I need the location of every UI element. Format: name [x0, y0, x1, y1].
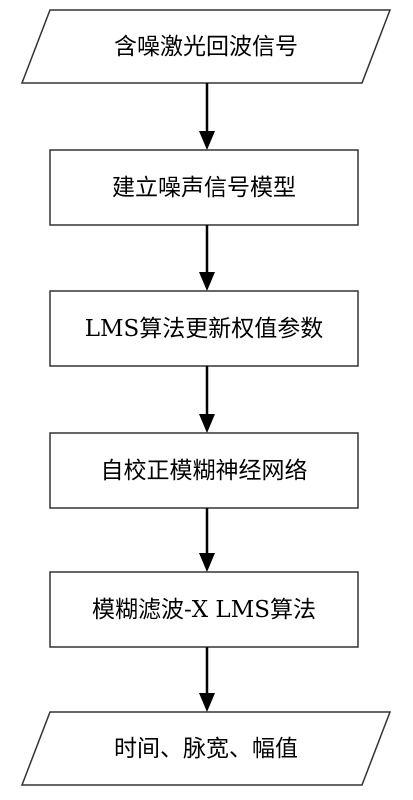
flow-node-build-noise-model: 建立噪声信号模型 [49, 149, 359, 226]
node-label: LMS算法更新权值参数 [85, 316, 324, 342]
node-label: 含噪激光回波信号 [114, 34, 298, 60]
flow-arrow [199, 225, 215, 291]
node-label: 自校正模糊神经网络 [101, 458, 308, 484]
arrow-head [199, 414, 215, 433]
flow-node-lms-weight-update: LMS算法更新权值参数 [49, 290, 359, 367]
flow-arrow [199, 508, 215, 572]
parallelogram-shape [20, 9, 392, 84]
node-label: 模糊滤波-X LMS算法 [92, 597, 316, 623]
flow-arrow [199, 366, 215, 433]
arrow-head [199, 553, 215, 572]
arrow-head [199, 693, 215, 712]
flow-node-output-params: 时间、脉宽、幅值 [20, 711, 392, 786]
arrow-head [199, 131, 215, 150]
flow-node-fuzzy-filtered-x-lms: 模糊滤波-X LMS算法 [49, 571, 359, 648]
process-box [49, 149, 359, 226]
process-box [49, 290, 359, 367]
arrow-head [199, 272, 215, 291]
parallelogram-shape [20, 711, 392, 786]
node-label: 建立噪声信号模型 [112, 175, 296, 201]
process-box [49, 571, 359, 648]
node-label: 时间、脉宽、幅值 [114, 736, 298, 762]
flow-arrow [199, 647, 215, 712]
flow-arrow [199, 83, 215, 150]
flow-node-self-tuning-fuzzy-nn: 自校正模糊神经网络 [49, 432, 359, 509]
process-box [49, 432, 359, 509]
flow-node-input-signal: 含噪激光回波信号 [20, 9, 392, 84]
